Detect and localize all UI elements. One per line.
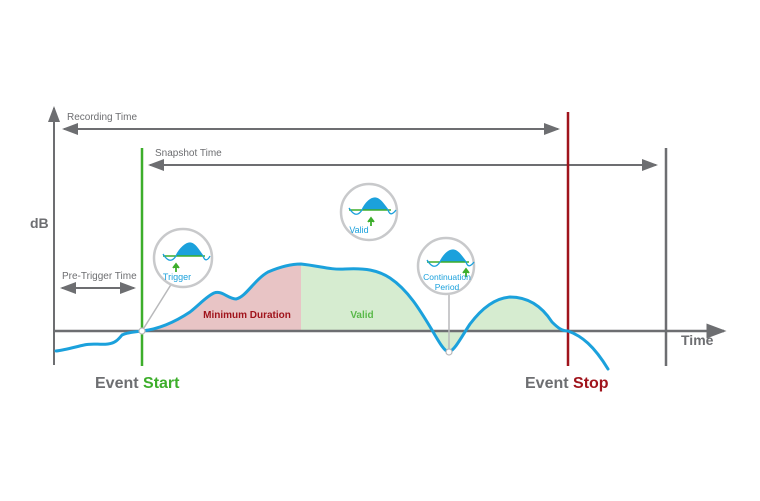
valid-region-label: Valid [350,310,373,321]
trigger-pointer [141,282,173,332]
y-axis-label: dB [30,215,49,231]
trigger-waveform-icon [162,242,211,272]
x-axis-label: Time [681,332,714,348]
event-stop-label: Event Stop [525,375,609,392]
trigger-callout: Trigger [152,227,214,289]
valid-callout: Valid [339,182,399,242]
continuation-callout-label-2: Period [435,282,460,292]
continuation-waveform-icon [426,249,475,277]
valid-waveform-icon [348,197,397,226]
signal-curve [54,262,610,371]
snapshot-time-label: Snapshot Time [155,148,222,159]
recording-time-label: Recording Time [67,112,137,123]
pre-trigger-time-label: Pre-Trigger Time [62,271,137,282]
minimum-duration-label: Minimum Duration [203,310,291,321]
continuation-callout: Continuation Period [416,236,476,296]
event-start-label: Event Start [95,375,180,392]
minimum-duration-region [142,264,301,331]
trigger-point [138,327,146,335]
continuation-callout-label-1: Continuation [423,272,471,282]
trigger-callout-label: Trigger [163,272,191,282]
continuation-point [445,348,453,356]
valid-callout-label: Valid [349,225,368,235]
